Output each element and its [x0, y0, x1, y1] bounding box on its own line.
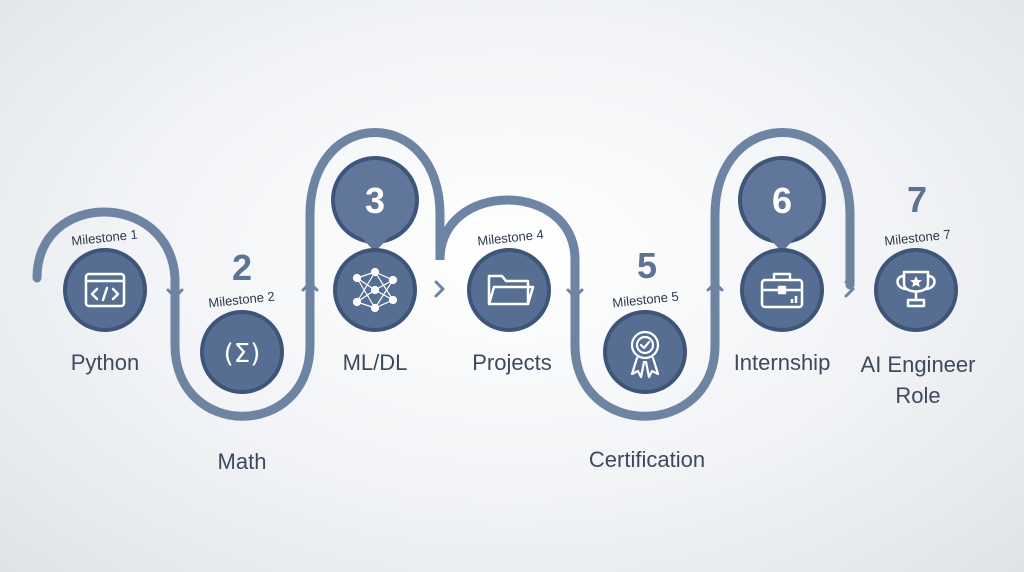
- milestone-5-number: 5: [636, 245, 658, 286]
- milestone-2-number: 2: [231, 247, 253, 288]
- arrow-up-icon: [706, 281, 724, 292]
- milestone-2-node: (Σ): [200, 310, 284, 394]
- milestone-1-node: [63, 248, 147, 332]
- milestone-3-bubble: 3: [331, 156, 419, 252]
- roadmap-path: [32, 128, 855, 421]
- milestone-4-node: [467, 248, 551, 332]
- milestone-3-node: [333, 248, 417, 332]
- briefcase-icon: [760, 272, 804, 309]
- folder-icon: [487, 274, 535, 306]
- arrow-down-icon: [566, 288, 584, 299]
- award-ribbon-icon: [630, 330, 660, 379]
- arrow-right-icon: [434, 280, 445, 298]
- milestone-4-badge: Milestone 4: [477, 227, 545, 249]
- milestone-3-label: ML/DL: [342, 350, 408, 375]
- milestone-1-label: Python: [70, 350, 140, 375]
- milestone-6-label: Internship: [733, 350, 831, 375]
- milestone-2-label: Math: [217, 449, 267, 474]
- milestone-6-node: [740, 248, 824, 332]
- milestone-7-node: [874, 248, 958, 332]
- trophy-icon: [896, 270, 936, 308]
- milestone-6-bubble: 6: [738, 156, 826, 252]
- milestone-1-badge: Milestone 1: [71, 227, 139, 249]
- arrow-right-icon: [844, 280, 855, 298]
- milestone-7-number: 7: [906, 179, 928, 220]
- milestone-4-label: Projects: [472, 350, 552, 375]
- milestone-3-number: 3: [365, 180, 385, 221]
- milestone-2-badge: Milestone 2: [208, 289, 276, 311]
- arrow-up-icon: [301, 281, 319, 292]
- neural-network-icon: [352, 267, 398, 313]
- milestone-6-number: 6: [772, 180, 792, 221]
- code-window-icon: [84, 272, 126, 308]
- milestone-5-badge: Milestone 5: [612, 289, 680, 311]
- sigma-icon: (Σ): [224, 339, 261, 369]
- arrow-down-icon: [166, 288, 184, 299]
- milestone-7-badge: Milestone 7: [884, 227, 952, 249]
- milestone-7-label: AI Engineer Role: [860, 352, 976, 408]
- milestone-5-node: [603, 310, 687, 394]
- milestone-5-label: Certification: [588, 447, 706, 472]
